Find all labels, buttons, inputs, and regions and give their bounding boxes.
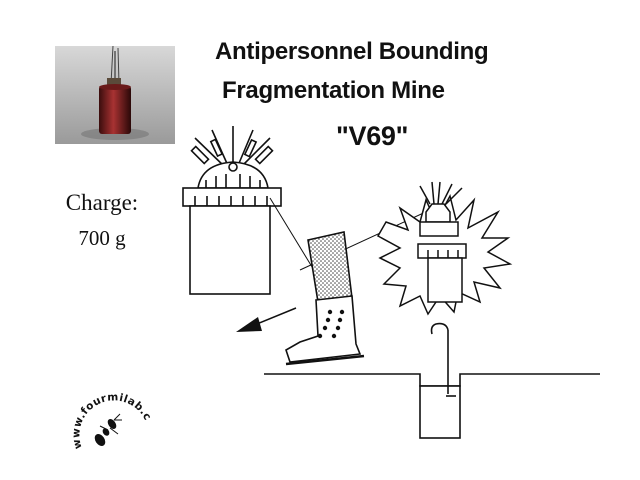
- fourmilab-watermark: www.fourmilab.ch: [64, 367, 160, 456]
- mine-photo: [55, 46, 175, 144]
- buried-mine: [264, 322, 600, 439]
- soldier-leg: [285, 231, 365, 366]
- direction-arrow-icon: [236, 307, 297, 332]
- charge-label: Charge:: [65, 190, 139, 215]
- mine-standing: [182, 126, 282, 295]
- charge-value: 700 g: [78, 226, 126, 250]
- fuze-prongs: [190, 126, 274, 169]
- svg-text:www.fourmilab.ch: www.fourmilab.ch: [68, 376, 154, 450]
- model-designation: "V69": [336, 121, 409, 151]
- ant-icon: [94, 413, 122, 446]
- title-line-2: Fragmentation Mine: [222, 77, 445, 104]
- title-line-1: Antipersonnel Bounding: [215, 38, 489, 65]
- mine-exploding: [376, 181, 513, 316]
- watermark-text: www.fourmilab.ch: [64, 367, 153, 450]
